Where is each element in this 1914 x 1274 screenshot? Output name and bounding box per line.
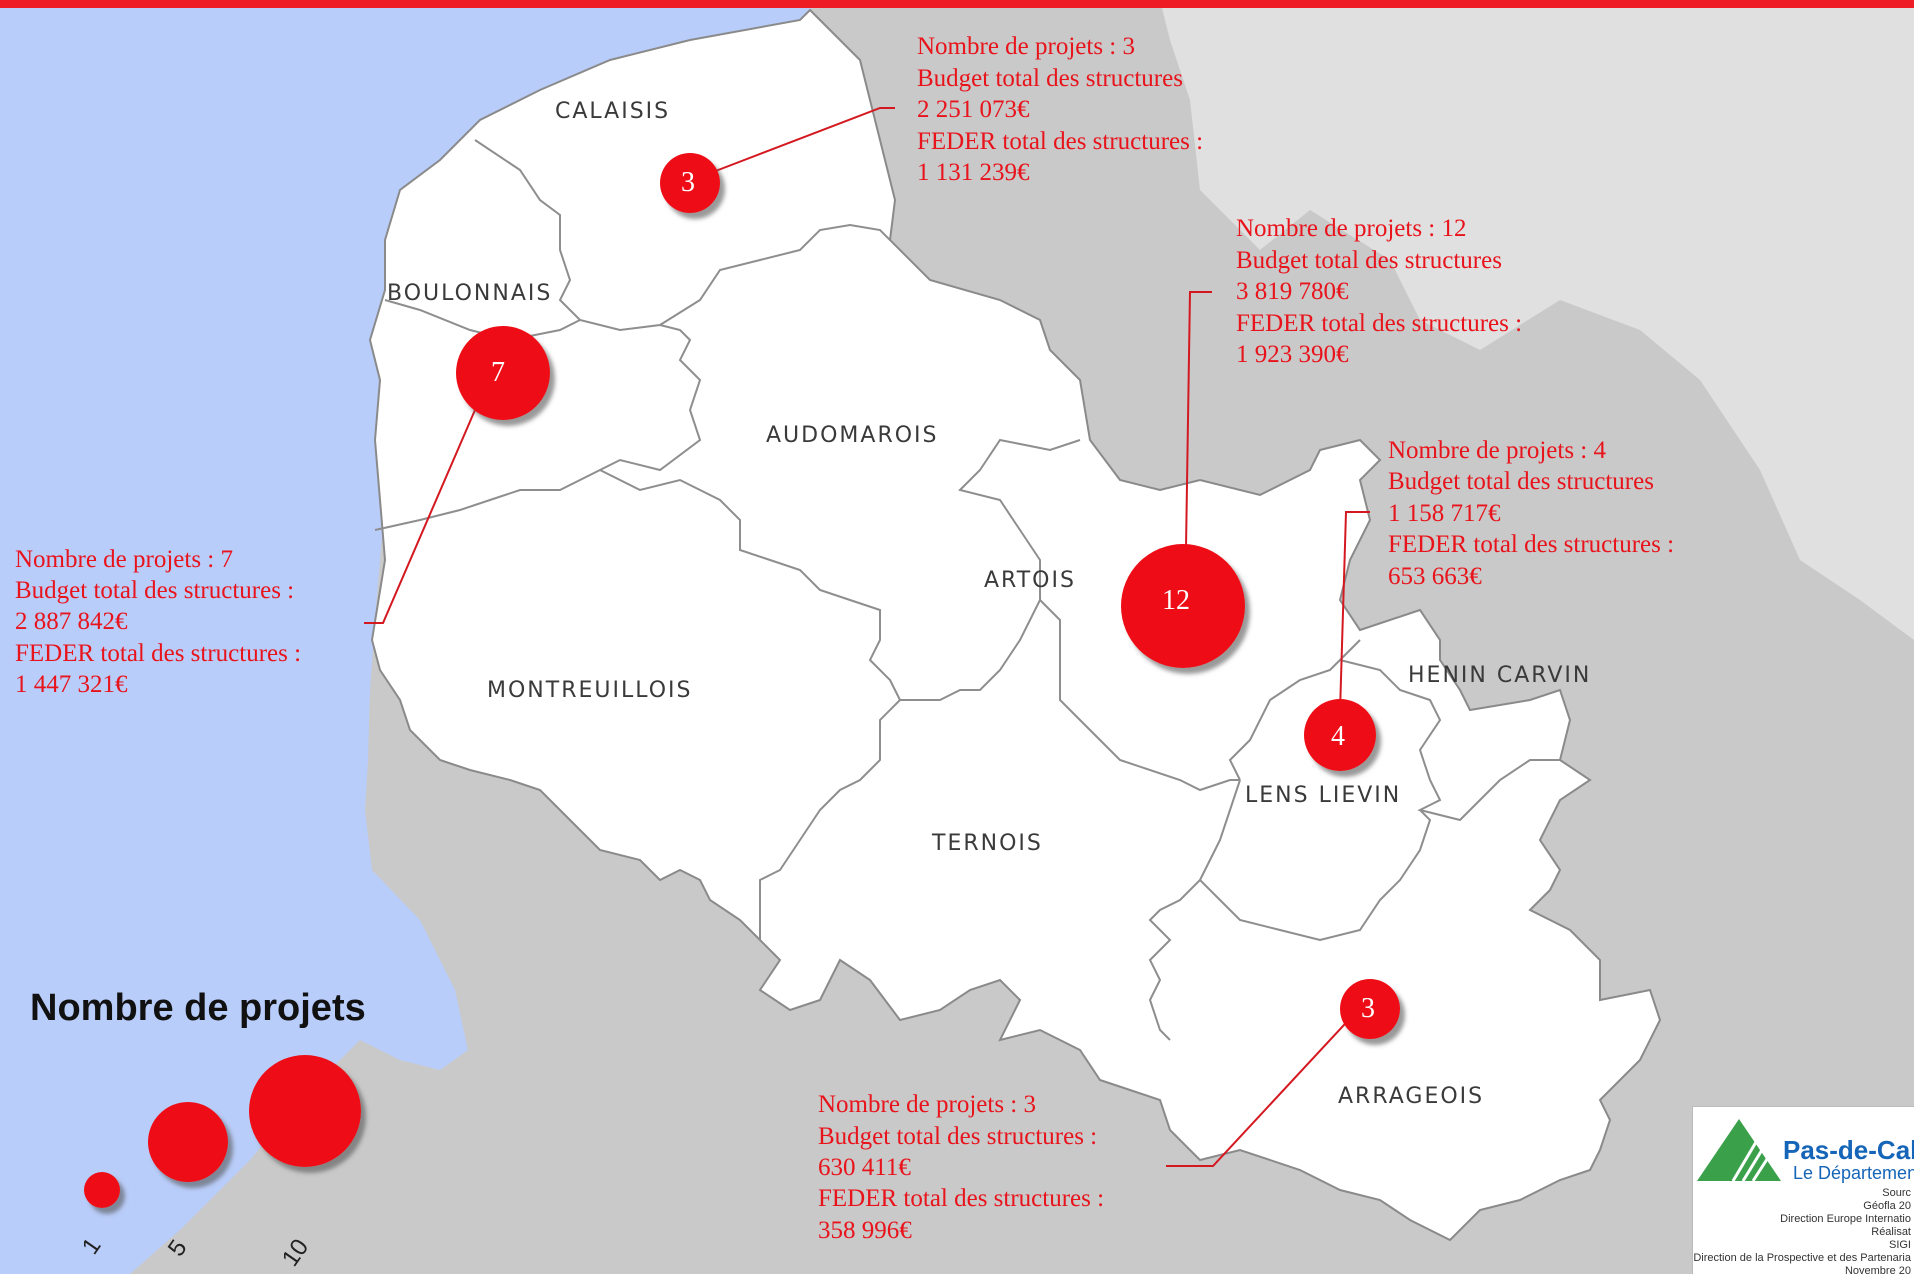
annotation-line: 2 887 842€	[15, 608, 128, 635]
annotation-boulonnais: Nombre de projets : 7 Budget total des s…	[15, 546, 301, 698]
region-label-montreuillois: MONTREUILLOIS	[487, 678, 692, 703]
annotation-line: Nombre de projets : 3	[917, 33, 1135, 60]
marker-bubble	[660, 153, 720, 213]
marker-bubble	[456, 326, 550, 420]
marker-bubble	[1304, 699, 1376, 771]
annotation-line: 1 131 239€	[917, 159, 1030, 186]
marker-count: 4	[1331, 721, 1345, 752]
logo-subtitle: Le Département	[1793, 1163, 1914, 1183]
marker-count: 3	[1361, 993, 1375, 1024]
top-bar	[0, 0, 1914, 8]
credit-line: Réalisat	[1871, 1226, 1911, 1238]
leader-line-lens-lievin	[1339, 511, 1370, 713]
annotation-line: FEDER total des structures :	[818, 1185, 1104, 1212]
marker-count: 3	[681, 167, 695, 198]
marker-arrageois[interactable]: 3	[1340, 979, 1400, 1039]
leader-lines	[364, 107, 1370, 1167]
marker-artois[interactable]: 12	[1121, 544, 1245, 668]
credit-line: Sourc	[1882, 1187, 1911, 1199]
annotation-line: 1 923 390€	[1236, 341, 1349, 368]
leader-line-artois	[1185, 291, 1212, 549]
annotation-line: 653 663€	[1388, 563, 1482, 590]
credit-line: Direction Europe Internatio	[1780, 1213, 1911, 1225]
marker-bubble	[1340, 979, 1400, 1039]
region-label-artois: ARTOIS	[984, 568, 1076, 593]
marker-boulonnais[interactable]: 7	[456, 326, 550, 420]
credit-line: Novembre 20	[1844, 1265, 1911, 1274]
leader-line-boulonnais	[364, 409, 476, 624]
annotation-line: 2 251 073€	[917, 96, 1030, 123]
legend-bubble-10	[249, 1055, 361, 1167]
marker-calaisis[interactable]: 3	[660, 153, 720, 213]
region-label-henin-carvin: HENIN CARVIN	[1408, 663, 1591, 688]
annotation-line: 630 411€	[818, 1154, 911, 1181]
credit-line: Géofla 20	[1863, 1200, 1911, 1212]
annotation-line: Budget total des structures :	[818, 1123, 1097, 1150]
logo-name: Pas-de-Calai	[1783, 1135, 1914, 1165]
region-labels: CALAISIS BOULONNAIS AUDOMAROIS ARTOIS MO…	[387, 99, 1591, 1109]
annotation-line: Nombre de projets : 4	[1388, 437, 1607, 464]
region-label-audomarois: AUDOMAROIS	[766, 423, 939, 448]
marker-bubble	[1121, 544, 1245, 668]
legend-bubble-1	[84, 1172, 120, 1208]
department-land	[368, 8, 1662, 1242]
annotation-line: Budget total des structures	[1236, 247, 1502, 274]
annotation-arrageois: Nombre de projets : 3 Budget total des s…	[818, 1091, 1104, 1244]
annotation-line: 3 819 780€	[1236, 278, 1349, 305]
legend-title: Nombre de projets	[30, 987, 366, 1029]
annotation-line: Nombre de projets : 3	[818, 1091, 1036, 1118]
annotation-line: 358 996€	[818, 1217, 912, 1244]
credit-line: SIGI	[1888, 1239, 1911, 1251]
marker-count: 7	[491, 357, 505, 388]
annotation-line: 1 447 321€	[15, 671, 128, 698]
region-label-lens-lievin: LENS LIEVIN	[1245, 783, 1401, 808]
region-label-boulonnais: BOULONNAIS	[387, 281, 552, 306]
annotation-lens-lievin: Nombre de projets : 4 Budget total des s…	[1388, 437, 1674, 590]
leader-line-calaisis	[712, 107, 895, 173]
region-boundaries	[374, 139, 1560, 1041]
annotation-line: FEDER total des structures :	[15, 640, 301, 667]
region-label-calaisis: CALAISIS	[555, 99, 670, 124]
region-label-ternois: TERNOIS	[931, 831, 1043, 856]
annotation-line: Budget total des structures	[917, 65, 1183, 92]
marker-count: 12	[1162, 585, 1190, 616]
legend: Nombre de projets 1 5 10	[30, 987, 366, 1271]
neighbour-land-light	[1160, 0, 1914, 640]
legend-bubble-5	[148, 1102, 228, 1182]
annotation-line: FEDER total des structures :	[917, 128, 1203, 155]
credit-line: Direction de la Prospective et des Parte…	[1693, 1252, 1911, 1264]
marker-lens-lievin[interactable]: 4	[1304, 699, 1376, 771]
annotation-artois: Nombre de projets : 12 Budget total des …	[1236, 215, 1522, 368]
annotation-line: 1 158 717€	[1388, 500, 1501, 527]
logo-credits-box: Pas-de-Calai Le Département Sourc Géofla…	[1692, 1106, 1914, 1274]
region-label-arrageois: ARRAGEOIS	[1338, 1084, 1484, 1109]
annotation-line: FEDER total des structures :	[1388, 531, 1674, 558]
annotation-line: Nombre de projets : 7	[15, 546, 233, 573]
annotation-line: Nombre de projets : 12	[1236, 215, 1467, 242]
pas-de-calais-logo-icon	[1697, 1119, 1781, 1182]
leader-line-arrageois	[1166, 1011, 1357, 1167]
annotation-line: Budget total des structures :	[15, 577, 294, 604]
annotation-line: Budget total des structures	[1388, 468, 1654, 495]
sea	[0, 0, 820, 1274]
annotation-line: FEDER total des structures :	[1236, 310, 1522, 337]
annotation-calaisis: Nombre de projets : 3 Budget total des s…	[917, 33, 1203, 186]
